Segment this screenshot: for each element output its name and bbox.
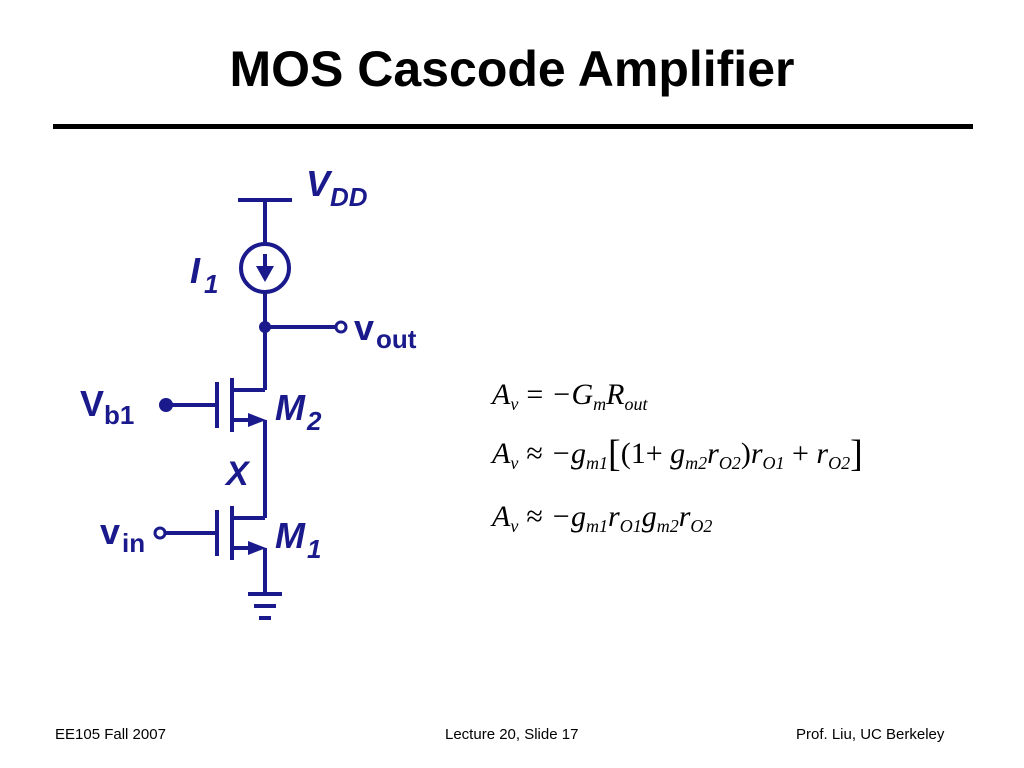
vout-label: vout [354, 307, 417, 354]
node-x-label: X [224, 455, 251, 493]
vout-node-dot [259, 321, 271, 333]
current-source-arrowhead [256, 266, 274, 282]
vb1-label: Vb1 [80, 383, 134, 430]
vin-label: vin [100, 511, 145, 558]
title-underline [53, 124, 973, 129]
m2-source-arrowhead [248, 413, 266, 427]
vdd-label: VDD [306, 163, 368, 212]
equation-3: Av≈−gm1rO1gm2rO2 [492, 500, 713, 536]
equation-1: Av=−GmRout [492, 378, 648, 414]
footer-slide-number: Lecture 20, Slide 17 [445, 726, 579, 743]
footer-author: Prof. Liu, UC Berkeley [796, 726, 945, 743]
vout-terminal [334, 320, 348, 334]
slide-title: MOS Cascode Amplifier [229, 41, 795, 97]
footer-course: EE105 Fall 2007 [55, 726, 166, 743]
equation-2: Av≈−gm1[(1+ gm2rO2)rO1 + rO2] [492, 433, 863, 475]
m2-label: M2 [275, 387, 322, 436]
m1-source-arrowhead [248, 541, 266, 555]
vb1-terminal-dot [159, 398, 173, 412]
m1-label: M1 [275, 515, 321, 564]
vin-terminal [153, 526, 167, 540]
